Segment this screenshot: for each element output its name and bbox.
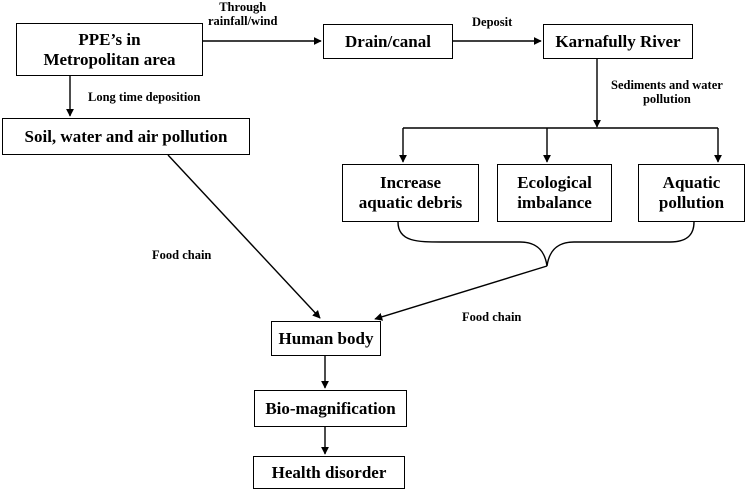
- brace-curve: [397, 221, 695, 267]
- node-ppe: PPE’s in Metropolitan area: [16, 23, 203, 76]
- node-ecological-imbalance: Ecological imbalance: [497, 164, 612, 222]
- label-food-chain-right: Food chain: [462, 310, 522, 324]
- arrow-brace-to-human: [374, 265, 548, 321]
- label-long-time-deposition: Long time deposition: [88, 90, 201, 104]
- node-health-disorder: Health disorder: [253, 456, 405, 489]
- label-through-rainfall-wind: Through rainfall/wind: [208, 0, 278, 29]
- node-karnafully-river: Karnafully River: [543, 24, 693, 59]
- label-sediments-water-pollution: Sediments and water pollution: [611, 78, 723, 107]
- node-human-body: Human body: [271, 321, 381, 356]
- label-deposit: Deposit: [472, 15, 513, 29]
- label-food-chain-left: Food chain: [152, 248, 212, 262]
- node-soil-water-air-pollution: Soil, water and air pollution: [2, 118, 250, 155]
- node-drain: Drain/canal: [323, 24, 453, 59]
- node-increase-aquatic-debris: Increase aquatic debris: [342, 164, 479, 222]
- node-bio-magnification: Bio-magnification: [254, 390, 407, 427]
- node-aquatic-pollution: Aquatic pollution: [638, 164, 745, 222]
- arrow-soil-to-human: [167, 154, 321, 319]
